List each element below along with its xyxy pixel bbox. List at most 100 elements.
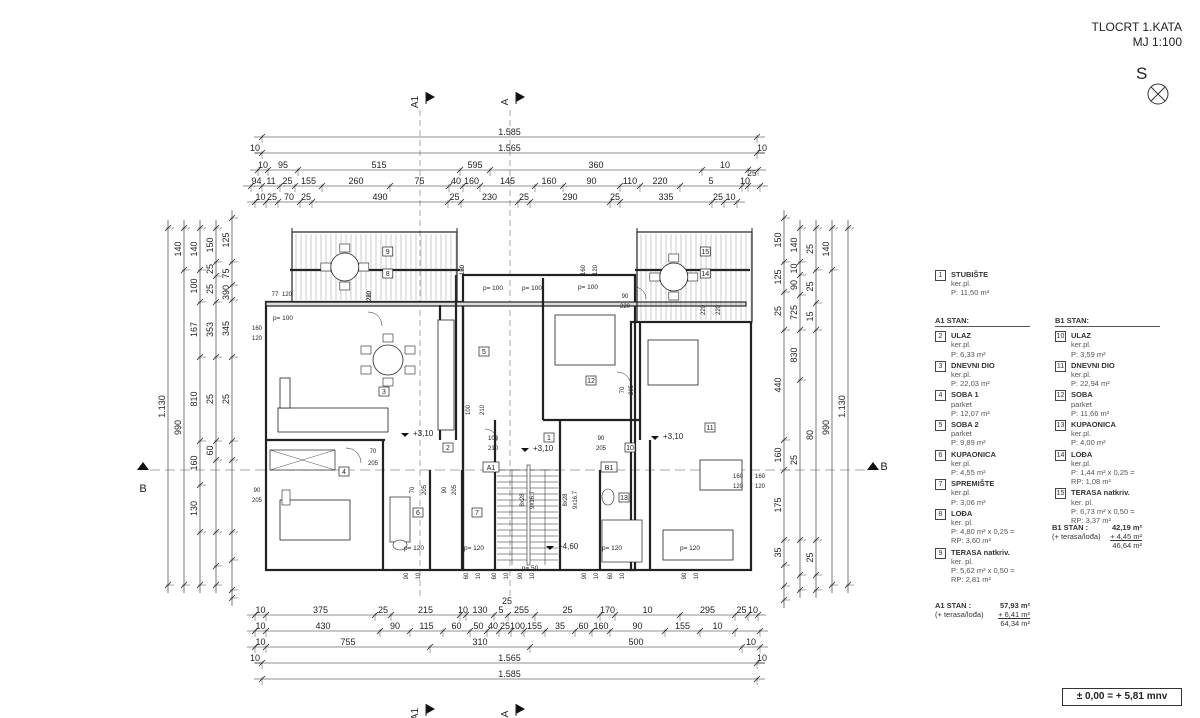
dimension-label: 5 [498, 605, 503, 615]
room-number: 11 [706, 425, 713, 432]
dimension-label: 10 [255, 192, 265, 202]
dimension-label: 155 [527, 621, 542, 631]
room-number-box [382, 268, 394, 279]
opening-label: p= 120 [680, 545, 700, 552]
toilet-icon [601, 488, 615, 506]
wall-thickness-label: 10 [694, 572, 700, 579]
legend-room-area: P: 6,73 m² x 0,50 = [1071, 506, 1135, 516]
dimension-label: 50 [473, 621, 483, 631]
opening-dimension: 210 [480, 404, 486, 415]
room-number-box [618, 492, 630, 503]
opening-dimension: 90 [598, 436, 605, 442]
dining-table-icon [699, 459, 743, 491]
table-icon [659, 262, 689, 292]
legend-room-floor: parket [951, 429, 972, 439]
dimension-label: 130 [472, 605, 487, 615]
legend-room-area: P: 1,44 m² x 0,25 = [1071, 468, 1135, 478]
dimension-label: 35 [773, 547, 783, 557]
opening-dimension: 90 [254, 488, 261, 494]
room-number: 9 [386, 249, 390, 256]
legend-room-floor: ker.pl. [1071, 458, 1092, 468]
chair-icon [339, 281, 351, 291]
b1-sum: 46,64 m² [1112, 541, 1142, 550]
opening-dimension: 120 [733, 484, 744, 490]
stair-marker-box [482, 461, 500, 473]
level-marker-icon [401, 433, 409, 437]
legend-a1-header: A1 STAN: [935, 316, 1030, 328]
dimension-label: 10 [255, 605, 265, 615]
dimension-label: 5 [708, 176, 713, 186]
stair-label: 9x16.7 [530, 490, 536, 509]
opening-dimension: 77 [272, 292, 279, 298]
chair-icon [358, 262, 370, 272]
opening-dimension: 90 [442, 486, 448, 493]
wall-thickness-label: 10 [416, 572, 422, 579]
dimension-label: 375 [313, 605, 328, 615]
wall-thickness-label: 90 [404, 572, 410, 579]
wall-thickness-label: 10 [620, 572, 626, 579]
dimension-label: 220 [652, 176, 667, 186]
dimension-label: 175 [773, 497, 783, 512]
wardrobe-cross [269, 449, 336, 471]
level-label: +3,10 [533, 444, 554, 453]
legend-room-floor: parket [951, 399, 972, 409]
dimension-label: 40 [451, 176, 461, 186]
dimension-label: 125 [773, 269, 783, 284]
legend-row: 1 STUBIŠTE ker.pl. P: 11,50 m² [935, 270, 1015, 298]
opening-dimension: 70 [410, 486, 416, 493]
section-label: B [880, 461, 887, 473]
legend-room-name: KUPAONICA [951, 449, 996, 459]
level-label: +4,60 [558, 542, 579, 551]
level-marker-icon [651, 436, 659, 440]
legend-room-name: SOBA [1071, 390, 1093, 400]
bathtub-icon [389, 496, 411, 543]
dimension-label: 353 [205, 322, 215, 337]
dimension-label: 500 [628, 637, 643, 647]
dimension-label: 25 [378, 605, 388, 615]
chair-icon [320, 262, 332, 272]
opening-dimension: 220 [620, 304, 631, 310]
legend-room-area: P: 4,00 m² [1071, 438, 1106, 448]
dimension-label: 90 [390, 621, 400, 631]
legend-room-number: 3 [935, 360, 946, 372]
legend-room-floor: ker. pl. [1071, 497, 1094, 507]
opening-dimension: 205 [422, 484, 428, 495]
opening-dimension: 205 [596, 446, 607, 452]
wall-thickness-label: 10 [504, 572, 510, 579]
dimension-label: 10 [712, 621, 722, 631]
dimension-label: 95 [278, 160, 288, 170]
legend-room-area: P: 11,50 m² [951, 288, 990, 298]
section-b-arrow-icon [137, 462, 149, 470]
dimension-label: 990 [173, 420, 183, 435]
dimension-label: 160 [773, 447, 783, 462]
chair-icon [404, 345, 416, 355]
dimension-label: 25 [713, 192, 723, 202]
table-icon [330, 252, 360, 282]
dimension-label: 345 [221, 321, 231, 336]
legend-room-name: DNEVNI DIO [1071, 360, 1115, 370]
dimension-label: 25 [748, 169, 757, 178]
legend-room-reduced-area: RP: 3,37 m² [1071, 516, 1112, 526]
dimension-label: 10 [258, 160, 268, 170]
nightstand-icon [281, 489, 291, 506]
level-marker-icon [521, 448, 529, 452]
stair-stringer [526, 464, 531, 566]
dimension-label: 167 [189, 322, 199, 337]
dimension-label: 140 [173, 241, 183, 256]
dimension-label: 595 [467, 160, 482, 170]
opening-dimension: 100 [488, 436, 499, 442]
legend-room-number: 2 [935, 331, 946, 343]
room-number: 14 [701, 271, 709, 278]
stair-label: 9x16.7 [573, 490, 579, 509]
opening-label: p= 120 [464, 545, 484, 552]
room-number: 6 [416, 510, 420, 517]
dimension-label: 490 [372, 192, 387, 202]
dimension-label: 90 [586, 176, 596, 186]
chair-icon [668, 253, 680, 263]
a1-sum: 64,34 m² [1000, 619, 1030, 628]
room-number-box [442, 442, 454, 453]
dimension-label: 60 [578, 621, 588, 631]
door-swing-arc [484, 428, 498, 442]
